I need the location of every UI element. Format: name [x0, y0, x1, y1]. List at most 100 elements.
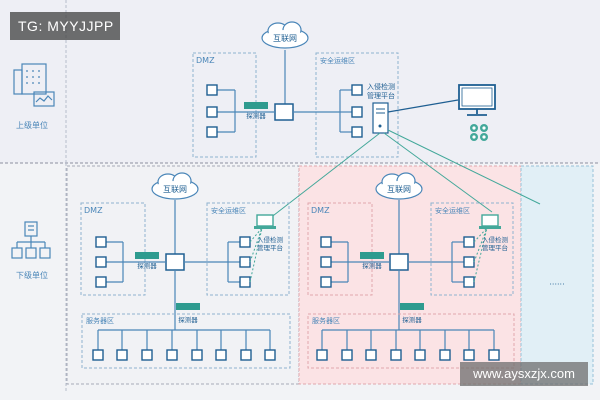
lower-middle-secure-server-3: [463, 276, 475, 288]
upper-core-switch: [274, 103, 294, 121]
lower-left-dmz-zone: [80, 202, 146, 296]
lower-left-secure-server-2: [239, 256, 251, 268]
lower-left-ids-label-2: 管理平台: [257, 243, 283, 252]
lower-left-secure-zone: [206, 202, 290, 296]
lower-middle-server-node: [463, 349, 475, 361]
lower-left-server-node: [141, 349, 153, 361]
lower-middle-probe-label: 探测器: [362, 261, 382, 270]
lower-left-ids-laptop-icon: [254, 214, 276, 229]
lower-left-dmz-server-1: [95, 236, 107, 248]
lower-middle-ids-label-1: 入侵检测: [482, 235, 509, 244]
lower-left-server-node: [191, 349, 203, 361]
lower-middle-server-node: [439, 349, 451, 361]
lower-middle-dmz-links: [331, 241, 390, 283]
lower-right-panel: [520, 165, 594, 385]
lower-left-secure-links: [184, 241, 240, 283]
upper-dmz-label: DMZ: [196, 56, 215, 65]
lower-left-dmz-label: DMZ: [84, 206, 103, 215]
lower-left-dmz-server-3: [95, 276, 107, 288]
upper-admin-link: [387, 99, 459, 113]
lower-left-probe-device: [135, 252, 159, 259]
lower-middle-secure-links: [408, 241, 464, 283]
lower-middle-server-node: [390, 349, 402, 361]
lower-left-dmz-links: [106, 241, 166, 283]
lower-middle-server-nodes: [316, 349, 500, 361]
lower-middle-ids-console-links: [473, 227, 488, 283]
upper-unit-building-icon: [13, 63, 55, 107]
lower-left-server-node: [166, 349, 178, 361]
lower-left-server-nodes: [92, 349, 276, 361]
upper-ids-label-2: 管理平台: [367, 91, 395, 100]
lower-left-probe2-label: 探测器: [178, 315, 198, 324]
lower-left-server-node: [240, 349, 252, 361]
lower-middle-secure-label: 安全运维区: [435, 206, 470, 215]
lower-middle-server-bus: [321, 329, 495, 350]
lower-left-panel: [66, 165, 300, 385]
lower-left-secure-label: 安全运维区: [211, 206, 246, 215]
upper-ids-label-1: 入侵检测: [367, 82, 395, 91]
lower-middle-dmz-label: DMZ: [311, 206, 330, 215]
lower-middle-secure-server-1: [463, 236, 475, 248]
lower-right-ellipsis: ······: [549, 280, 564, 289]
upper-secure-links: [293, 89, 352, 133]
lower-middle-ids-label-2: 管理平台: [482, 243, 508, 252]
upper-dmz-server-2: [206, 106, 218, 118]
lower-left-server-node: [116, 349, 128, 361]
upper-secure-label: 安全运维区: [320, 56, 355, 65]
upper-dmz-server-1: [206, 84, 218, 96]
upper-internet-cloud-icon: [261, 21, 309, 49]
lower-middle-dmz-server-3: [320, 276, 332, 288]
ids-management-links: [264, 129, 541, 223]
upper-probe-label: 探测器: [246, 111, 266, 120]
lower-middle-secure-server-2: [463, 256, 475, 268]
lower-middle-secure-zone: [430, 202, 514, 296]
upper-unit-label: 上级单位: [16, 120, 48, 130]
lower-left-secure-server-3: [239, 276, 251, 288]
upper-secure-server-2: [351, 106, 363, 118]
upper-probe-device: [244, 102, 268, 109]
lower-middle-core-switch: [389, 253, 409, 271]
upper-ids-server-icon: [372, 102, 389, 134]
lower-middle-server-label: 服务器区: [312, 316, 340, 325]
upper-secure-server-1: [351, 84, 363, 96]
lower-left-server-node: [264, 349, 276, 361]
lower-middle-probe2-label: 探测器: [402, 315, 422, 324]
lower-left-server-node: [215, 349, 227, 361]
lower-middle-server-node: [365, 349, 377, 361]
lower-middle-panel: [298, 165, 522, 385]
upper-secure-server-3: [351, 126, 363, 138]
lower-middle-probe2-device: [400, 303, 424, 310]
upper-dmz-server-3: [206, 126, 218, 138]
admin-users-icon: [470, 124, 488, 141]
lower-left-server-label: 服务器区: [86, 316, 114, 325]
lower-left-internet-cloud-icon: [151, 172, 199, 200]
lower-middle-internet-label: 互联网: [387, 185, 411, 194]
lower-left-core-switch: [165, 253, 185, 271]
lower-left-probe2-device: [176, 303, 200, 310]
lower-unit-org-icon: [11, 221, 51, 259]
lower-left-server-zone: [81, 313, 291, 369]
lower-left-secure-server-1: [239, 236, 251, 248]
tg-badge: TG: MYYJJPP: [10, 12, 120, 40]
lower-middle-dmz-server-2: [320, 256, 332, 268]
lower-middle-server-node: [488, 349, 500, 361]
lower-unit-label: 下级单位: [16, 270, 48, 280]
admin-monitor-icon: [458, 84, 496, 116]
upper-internet-label: 互联网: [273, 34, 297, 43]
lower-left-ids-label-1: 入侵检测: [257, 235, 284, 244]
lower-middle-probe-device: [360, 252, 384, 259]
upper-dmz-links: [215, 89, 275, 133]
lower-middle-server-node: [341, 349, 353, 361]
lower-left-internet-label: 互联网: [163, 185, 187, 194]
lower-middle-server-node: [414, 349, 426, 361]
lower-middle-ids-laptop-icon: [479, 214, 501, 229]
lower-middle-internet-cloud-icon: [375, 172, 423, 200]
lower-left-dmz-server-2: [95, 256, 107, 268]
lower-left-server-node: [92, 349, 104, 361]
lower-middle-server-node: [316, 349, 328, 361]
lower-left-probe-label: 探测器: [137, 261, 157, 270]
lower-middle-dmz-server-1: [320, 236, 332, 248]
lower-middle-dmz-zone: [307, 202, 373, 296]
